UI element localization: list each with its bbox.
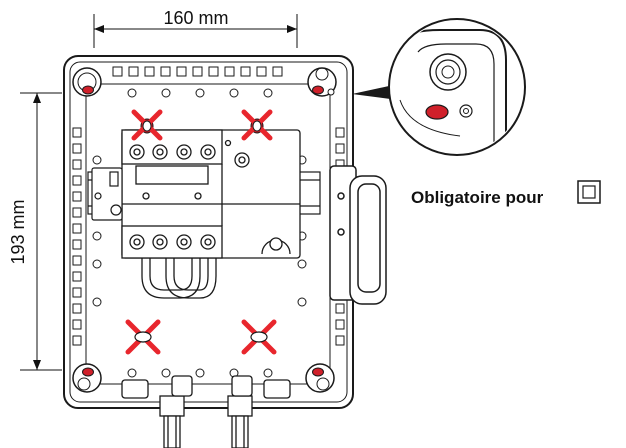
left-knockout-column bbox=[72, 127, 82, 346]
cable-loops bbox=[141, 258, 217, 299]
corner-mount-bottom-left bbox=[72, 363, 102, 393]
zoom-callout bbox=[352, 18, 526, 156]
rotary-handle bbox=[329, 165, 387, 305]
width-label: 160 mm bbox=[163, 8, 228, 28]
height-label: 193 mm bbox=[8, 199, 28, 264]
top-knockout-row bbox=[112, 66, 283, 77]
width-dimension: 160 mm bbox=[93, 8, 298, 48]
auxiliary-block bbox=[91, 167, 123, 221]
corner-mount-top-right bbox=[307, 67, 337, 97]
corner-mount-bottom-right bbox=[305, 363, 335, 393]
double-insulation-square-icon bbox=[577, 180, 601, 204]
forbidden-hole-top-right bbox=[241, 109, 273, 141]
cable-glands bbox=[121, 375, 291, 448]
forbidden-hole-top-left bbox=[131, 109, 163, 141]
mandatory-note-text: Obligatoire pour bbox=[411, 188, 544, 207]
mandatory-note: Obligatoire pour bbox=[411, 180, 601, 207]
forbidden-hole-bottom-left bbox=[125, 319, 161, 355]
corner-mount-top-left bbox=[72, 67, 102, 97]
switch-disconnector bbox=[121, 129, 301, 259]
height-dimension: 193 mm bbox=[8, 92, 62, 371]
forbidden-hole-bottom-right bbox=[241, 319, 277, 355]
